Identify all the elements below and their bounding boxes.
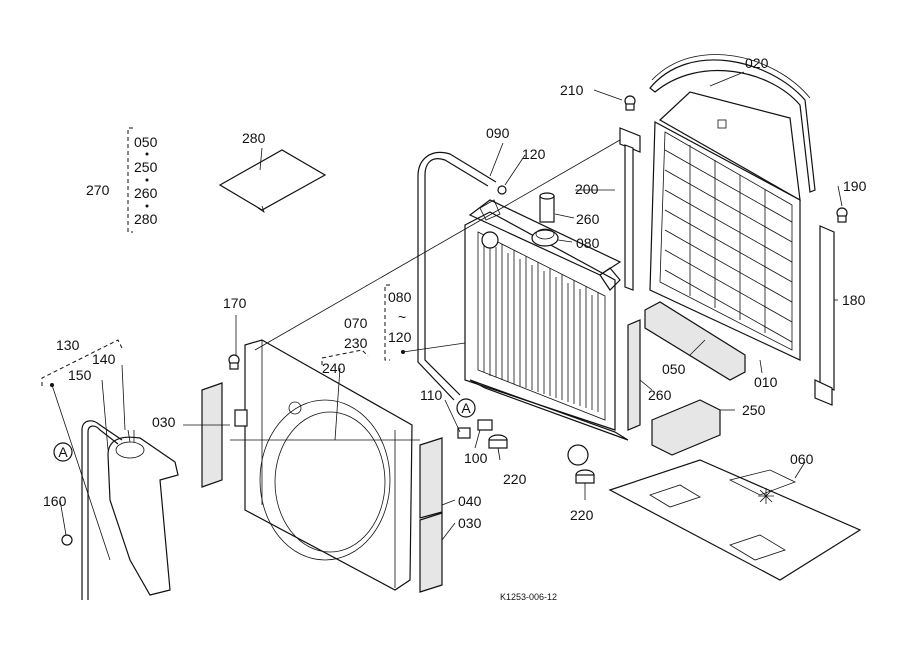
part-220-mount-a: [488, 434, 508, 449]
part-050-foam: [644, 301, 746, 381]
label-180: 180: [842, 292, 866, 308]
label-280-kit: 280: [134, 211, 158, 227]
part-040-pad: [419, 437, 443, 519]
group-080-120-bracket: [384, 284, 390, 361]
part-250-pad: [651, 399, 721, 456]
part-140-hose: [81, 420, 123, 600]
figure-code: K1253-006-12: [500, 592, 557, 602]
label-100: 100: [464, 450, 488, 466]
label-250-pad: 250: [742, 402, 766, 418]
label-230: 230: [344, 335, 368, 351]
label-160: 160: [43, 493, 67, 509]
label-220-a: 220: [503, 471, 527, 487]
part-120-clamp: [497, 185, 507, 195]
label-110: 110: [420, 387, 443, 403]
marker-a-center: A: [456, 398, 476, 418]
part-180-side-seal: [814, 225, 835, 406]
label-140: 140: [92, 351, 116, 367]
label-030-right: 030: [458, 515, 482, 531]
label-170: 170: [223, 295, 247, 311]
part-010-screen: [649, 91, 801, 361]
label-200: 200: [575, 181, 599, 197]
part-020-top-trim: [649, 54, 816, 193]
label-270: 270: [86, 182, 110, 198]
svg-text:A: A: [461, 400, 471, 416]
svg-text:A: A: [58, 444, 68, 460]
label-090: 090: [486, 125, 510, 141]
label-210: 210: [560, 82, 584, 98]
part-160-screw: [61, 534, 73, 546]
label-060: 060: [790, 451, 814, 467]
part-190-bolt: [836, 207, 848, 223]
label-120-range: 120: [388, 329, 412, 345]
part-260-pad-right: [627, 319, 641, 431]
part-110-plug: [457, 427, 471, 439]
label-260-kit: 260: [134, 185, 158, 201]
label-190: 190: [843, 178, 867, 194]
label-240: 240: [322, 360, 346, 376]
label-010: 010: [754, 374, 778, 390]
part-labels: 280 050 250 270 260 280 020 210 090 120 …: [43, 55, 867, 602]
label-070: 070: [344, 315, 368, 331]
part-100-drain: [477, 419, 493, 431]
label-260-cap: 260: [576, 211, 600, 227]
group-130-bracket: [41, 339, 123, 386]
part-280-sheet: [218, 149, 327, 213]
part-030-pad-right: [419, 512, 443, 593]
part-170-bolt: [228, 354, 240, 370]
label-040: 040: [458, 493, 482, 509]
part-210-bolt: [624, 95, 636, 111]
part-080-cap: [531, 228, 559, 247]
part-090-hose: [417, 151, 497, 401]
group-070-bracket: [321, 349, 369, 365]
part-260-pad-top: [539, 192, 555, 223]
label-250-kit: 250: [134, 159, 158, 175]
label-080-cap: 080: [576, 235, 600, 251]
label-tilde: ~: [398, 309, 406, 325]
part-150-reserve-tank: [107, 429, 179, 596]
marker-a-left: A: [53, 442, 73, 462]
label-080-range: 080: [388, 289, 412, 305]
label-020: 020: [745, 55, 769, 71]
part-060-mat: [608, 459, 862, 581]
label-260-pad: 260: [648, 387, 672, 403]
part-220-mount-b: [575, 469, 595, 484]
part-030-pad-left: [201, 382, 223, 488]
radiator-core: [464, 199, 629, 466]
label-280-top: 280: [242, 130, 266, 146]
part-200-side-seal: [619, 127, 641, 291]
kit-270-bracket: [127, 127, 149, 233]
label-120-top: 120: [522, 146, 546, 162]
label-050-foam: 050: [662, 361, 686, 377]
part-shroud: [234, 339, 413, 591]
label-130: 130: [56, 337, 80, 353]
label-220-b: 220: [570, 507, 594, 523]
label-050-kit: 050: [134, 134, 158, 150]
label-150: 150: [68, 367, 92, 383]
leader-lines: [51, 71, 843, 561]
label-030-left: 030: [152, 414, 176, 430]
